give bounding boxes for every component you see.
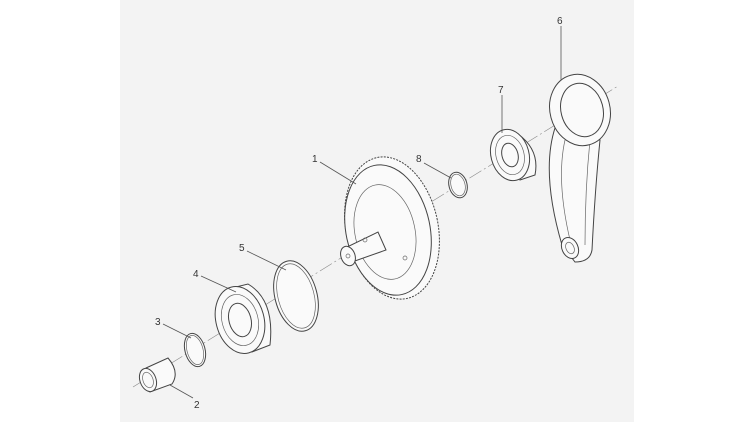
callout-8: 8: [416, 154, 422, 165]
part-6-arm: [548, 73, 611, 263]
callout-1: 1: [312, 154, 318, 165]
callout-5: 5: [239, 243, 245, 254]
part-3-snap-ring: [183, 332, 207, 368]
callout-4: 4: [193, 269, 199, 280]
leader-5: [246, 250, 287, 271]
part-1-gear: [340, 156, 440, 300]
part-5-retaining-ring: [273, 260, 319, 332]
callout-2: 2: [194, 400, 200, 411]
leader-3: [162, 323, 192, 339]
center-axis: [132, 85, 619, 388]
leader-2: [169, 384, 194, 399]
leader-4: [200, 275, 237, 293]
callout-7: 7: [498, 85, 504, 96]
callout-6: 6: [557, 16, 563, 27]
part-8-snap-ring: [448, 171, 468, 199]
part-4-bearing: [214, 283, 272, 354]
part-7-bearing: [489, 128, 537, 182]
leader-8: [423, 162, 452, 179]
part-2-sleeve: [138, 357, 176, 393]
callout-3: 3: [155, 317, 161, 328]
leader-1: [319, 161, 357, 185]
